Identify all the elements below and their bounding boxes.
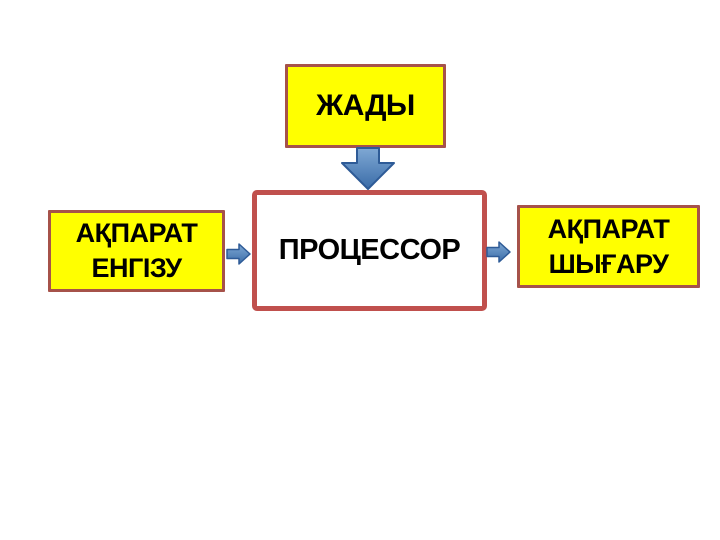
processor-label: ПРОЦЕССОР <box>278 234 461 266</box>
right-arrow-icon <box>486 241 511 263</box>
input-box: АҚПАРАТ ЕНГІЗУ <box>48 210 225 292</box>
processor-box: ПРОЦЕССОР <box>252 190 487 311</box>
memory-box: ЖАДЫ <box>285 64 446 148</box>
output-box: АҚПАРАТ ШЫҒАРУ <box>517 205 700 288</box>
output-label-line2: ШЫҒАРУ <box>548 248 669 279</box>
down-arrow-icon <box>341 147 395 190</box>
output-label-line1: АҚПАРАТ <box>547 213 670 244</box>
input-label-line2: ЕНГІЗУ <box>91 253 183 283</box>
input-label-line1: АҚПАРАТ <box>75 218 198 248</box>
memory-label: ЖАДЫ <box>316 89 415 122</box>
right-arrow-icon <box>226 243 251 265</box>
